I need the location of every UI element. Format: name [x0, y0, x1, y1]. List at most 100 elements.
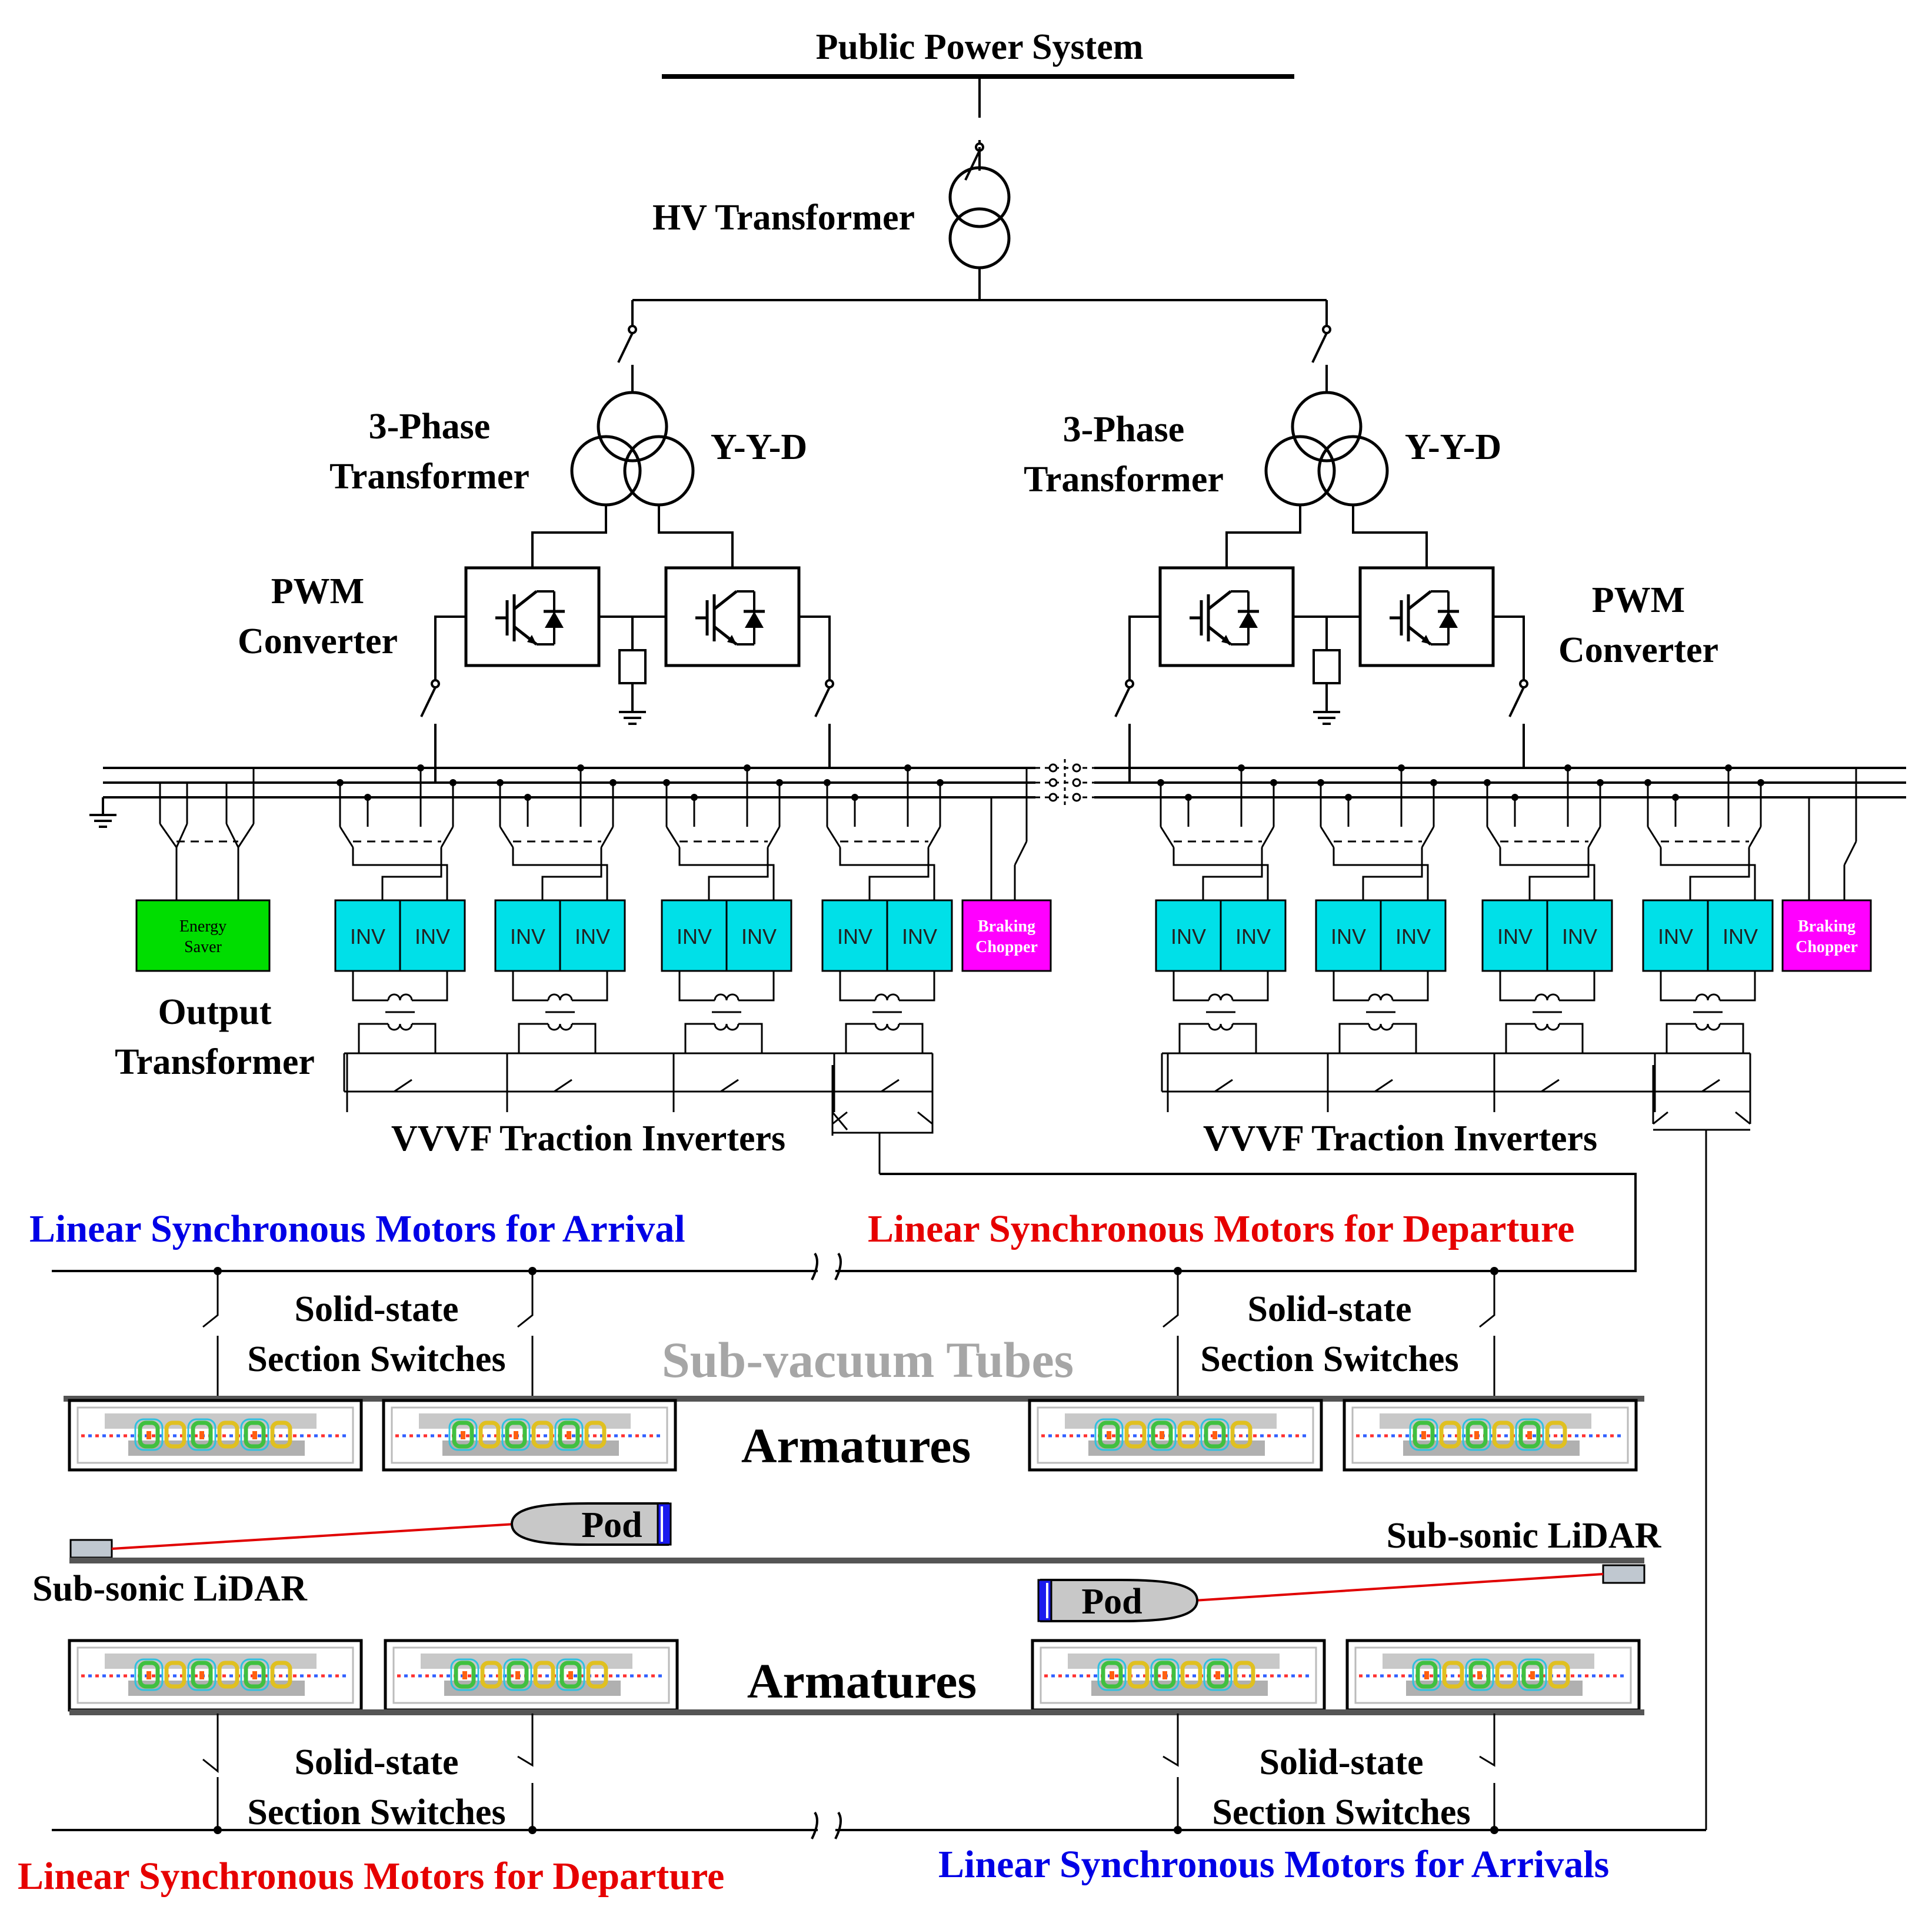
inv-group-6-feed-b [1362, 847, 1423, 900]
inv-group-7-out-d [1559, 1023, 1584, 1053]
left-pwm-label-line1: PWM [271, 571, 364, 611]
inv-group-5-switch-b [1261, 826, 1275, 848]
inv-group-2-tap-dot-1 [497, 779, 504, 786]
inv-group-4-switch-b [927, 826, 941, 848]
inv-group-7-tap-dot-1 [1484, 779, 1491, 786]
inv-group-8-tap-dot-3 [1725, 764, 1732, 771]
top-left-sss-label-line1: Solid-state [295, 1289, 459, 1329]
inv-group-3-switch-a [665, 826, 681, 848]
upper-pod [510, 1502, 672, 1546]
right-pwm-label-line2: Converter [1558, 630, 1718, 670]
inv-group-7-output-switch [1541, 1079, 1560, 1093]
inv-group-3-output-transformer-secondary [714, 1023, 740, 1031]
public-power-system-label: Public Power System [816, 27, 1144, 67]
inv-group-2-feed-a [512, 847, 608, 900]
top-armature-2 [384, 1400, 675, 1470]
left-lidar-sensor [69, 1539, 113, 1559]
inv-group-2-out-c [518, 1023, 548, 1053]
inv-group-8-feed-a [1660, 847, 1756, 900]
inv-group-5-tap-dot-4 [1270, 779, 1277, 786]
inv-group-4-out-a [839, 971, 875, 1002]
inv-group-6-out-b [1393, 971, 1429, 1002]
inv-group-4-inverter-b-label: INV [902, 924, 937, 949]
top-armatures-label: Armatures [741, 1419, 971, 1473]
top-lsm-arrival-label: Linear Synchronous Motors for Arrival [29, 1207, 685, 1250]
inv-group-8-out-d [1720, 1023, 1744, 1053]
inv-group-1-out-a [352, 971, 388, 1002]
energy-saver-box [135, 899, 271, 972]
inv-group-7-tap-dot-4 [1597, 779, 1604, 786]
inv-group-3-inverter-b-label: INV [741, 924, 777, 949]
left-pwm-igbt-1 [466, 568, 599, 666]
right-lidar-label: Sub-sonic LiDAR [1387, 1516, 1662, 1556]
inv-group-4-inverter-b [886, 899, 953, 972]
right-ground-icon [1313, 711, 1340, 725]
inv-group-1-inverter-b-label: INV [415, 924, 450, 949]
inv-group-3-output-transformer-primary [714, 993, 740, 1001]
bottom-left-sss-label-line1: Solid-state [295, 1742, 459, 1782]
top-right-sss-label-line2: Section Switches [1200, 1339, 1458, 1379]
bus-tie-switches [1035, 759, 1094, 806]
energy-saver-taps [159, 768, 255, 900]
inv-group-6-out-c [1338, 1023, 1369, 1053]
right-transformer-switch [1311, 321, 1331, 364]
top-section-switches [202, 1267, 1498, 1398]
inv-group-4-tap-dot-4 [937, 779, 944, 786]
inv-group-1-output-switch [394, 1079, 412, 1093]
inv-group-2-inverter-a-label: INV [510, 924, 545, 949]
inv-group-4-inverter-a-label: INV [837, 924, 872, 949]
inv-group-3-tap-dot-2 [691, 794, 698, 801]
inv-group-6-tap-dot-1 [1317, 779, 1324, 786]
inv-group-6-tap-dot-2 [1345, 794, 1352, 801]
left-pwm-switch-b [814, 676, 834, 718]
inv-group-8-tap-dot-2 [1672, 794, 1679, 801]
left-yyd-label: Y-Y-D [711, 427, 807, 467]
inv-group-7-feed-b [1528, 847, 1590, 900]
bottom-armature-1 [69, 1641, 361, 1710]
right-braking-chopper-label-line2: Chopper [1796, 938, 1858, 956]
left-transformer-switch [617, 321, 637, 364]
right-3phase-label-line1: 3-Phase [1063, 410, 1185, 450]
inv-group-7-switch-a [1486, 826, 1501, 848]
inv-group-7-output-transformer-secondary [1534, 1023, 1560, 1031]
hv-transformer-symbol [948, 166, 1011, 270]
inv-group-5-output-transformer-primary [1208, 993, 1234, 1001]
inv-group-2-out-d [572, 1023, 597, 1053]
top-lsm-departure-label: Linear Synchronous Motors for Departure [868, 1207, 1574, 1250]
inv-group-4-tap-dot-1 [824, 779, 831, 786]
energy-saver-label-line2: Saver [184, 938, 222, 956]
inv-group-5-feed-b [1202, 847, 1263, 900]
inv-group-8-output-transformer-primary [1695, 993, 1721, 1001]
right-pwm-igbt-2 [1360, 568, 1493, 666]
inv-group-6-out-d [1393, 1023, 1417, 1053]
right-pwm-label-line1: PWM [1592, 580, 1685, 620]
inv-group-5-out-a [1172, 971, 1209, 1002]
inv-group-5-tap-dot-2 [1185, 794, 1192, 801]
inv-group-8-tap-dot-1 [1644, 779, 1651, 786]
inv-group-8-out-a [1660, 971, 1696, 1002]
left-3phase-transformer-symbol [570, 391, 695, 507]
inv-group-5-switch-a [1160, 826, 1175, 848]
inv-group-4-tap-dot-2 [851, 794, 858, 801]
inv-group-2-out-b [572, 971, 608, 1002]
left-braking-chopper-box [961, 899, 1052, 972]
bottom-feeder-break-icon [811, 1811, 842, 1839]
inv-group-7-out-c [1505, 1023, 1535, 1053]
inv-group-8-feed-b [1689, 847, 1750, 900]
inv-group-5-out-d [1233, 1023, 1257, 1053]
inv-group-1-tap-dot-4 [449, 779, 457, 786]
inv-group-1-switch-a [339, 826, 354, 848]
inv-group-2-inverter-b [559, 899, 626, 972]
top-right-sss-label-line1: Solid-state [1248, 1289, 1412, 1329]
left-braking-chopper-label-line1: Braking [978, 917, 1035, 936]
right-vvvf-label: VVVF Traction Inverters [1203, 1119, 1597, 1159]
inv-group-4-switch-a [826, 826, 841, 848]
inv-group-7-inverter-a-label: INV [1497, 924, 1533, 949]
inv-group-3-inverter-b [725, 899, 792, 972]
inv-group-8-output-switch [1701, 1079, 1720, 1093]
inv-group-5-out-b [1233, 971, 1269, 1002]
inv-group-2-tap-dot-3 [577, 764, 584, 771]
left-3phase-label-line2: Transformer [329, 457, 529, 497]
